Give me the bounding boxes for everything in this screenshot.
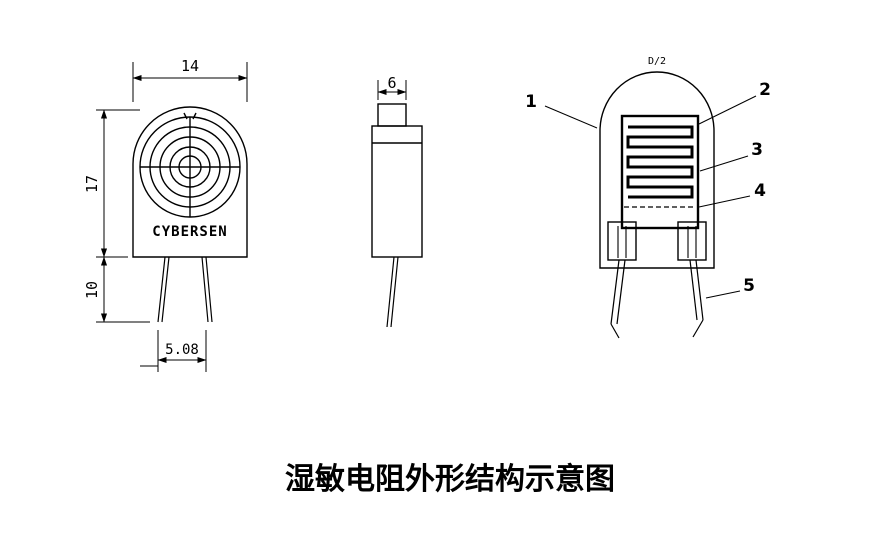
lead-connector-blocks — [607, 221, 707, 261]
dimension-thickness: 6 — [377, 74, 407, 100]
side-body-outline — [371, 125, 423, 258]
callout-numbers: 1 2 3 4 5 — [525, 80, 771, 296]
dimension-height: 17 — [83, 109, 140, 258]
top-tick-mark — [183, 112, 188, 120]
case-outline — [599, 71, 715, 269]
callout-1: 1 — [525, 92, 537, 112]
brand-label: CYBERSEN — [152, 224, 227, 240]
diagram-title: 湿敏电阻外形结构示意图 — [285, 462, 615, 497]
callout-2: 2 — [759, 80, 771, 100]
dimension-thickness-value: 6 — [387, 74, 396, 92]
front-view: CYBERSEN 14 17 10 — [83, 57, 248, 372]
concentric-circles — [139, 112, 241, 218]
sensing-element-frame — [620, 114, 700, 230]
top-tick-mark — [192, 112, 197, 120]
structure-view: D/2 — [525, 56, 771, 339]
side-view: 6 — [371, 74, 423, 328]
serpentine-electrode-trace — [626, 125, 694, 199]
callout-3: 3 — [751, 140, 763, 160]
callout-4: 4 — [754, 181, 766, 201]
dome-top-label: D/2 — [648, 56, 666, 67]
callout-leader-lines — [544, 95, 757, 299]
dimension-lead-pitch-value: 5.08 — [165, 342, 199, 358]
dimension-width-value: 14 — [181, 57, 199, 75]
side-lead-wire — [386, 256, 399, 328]
dimension-width: 14 — [132, 57, 248, 102]
side-top-tab — [377, 103, 407, 127]
sensor-body-outline — [132, 106, 248, 258]
dimension-height-value: 17 — [83, 175, 101, 193]
front-lead-wires — [157, 256, 213, 323]
dimension-lead-length: 10 — [83, 256, 150, 323]
dimension-lead-pitch: 5.08 — [140, 330, 207, 372]
structure-lead-wires — [610, 259, 704, 339]
dimension-lead-length-value: 10 — [83, 281, 101, 299]
callout-5: 5 — [743, 276, 755, 296]
